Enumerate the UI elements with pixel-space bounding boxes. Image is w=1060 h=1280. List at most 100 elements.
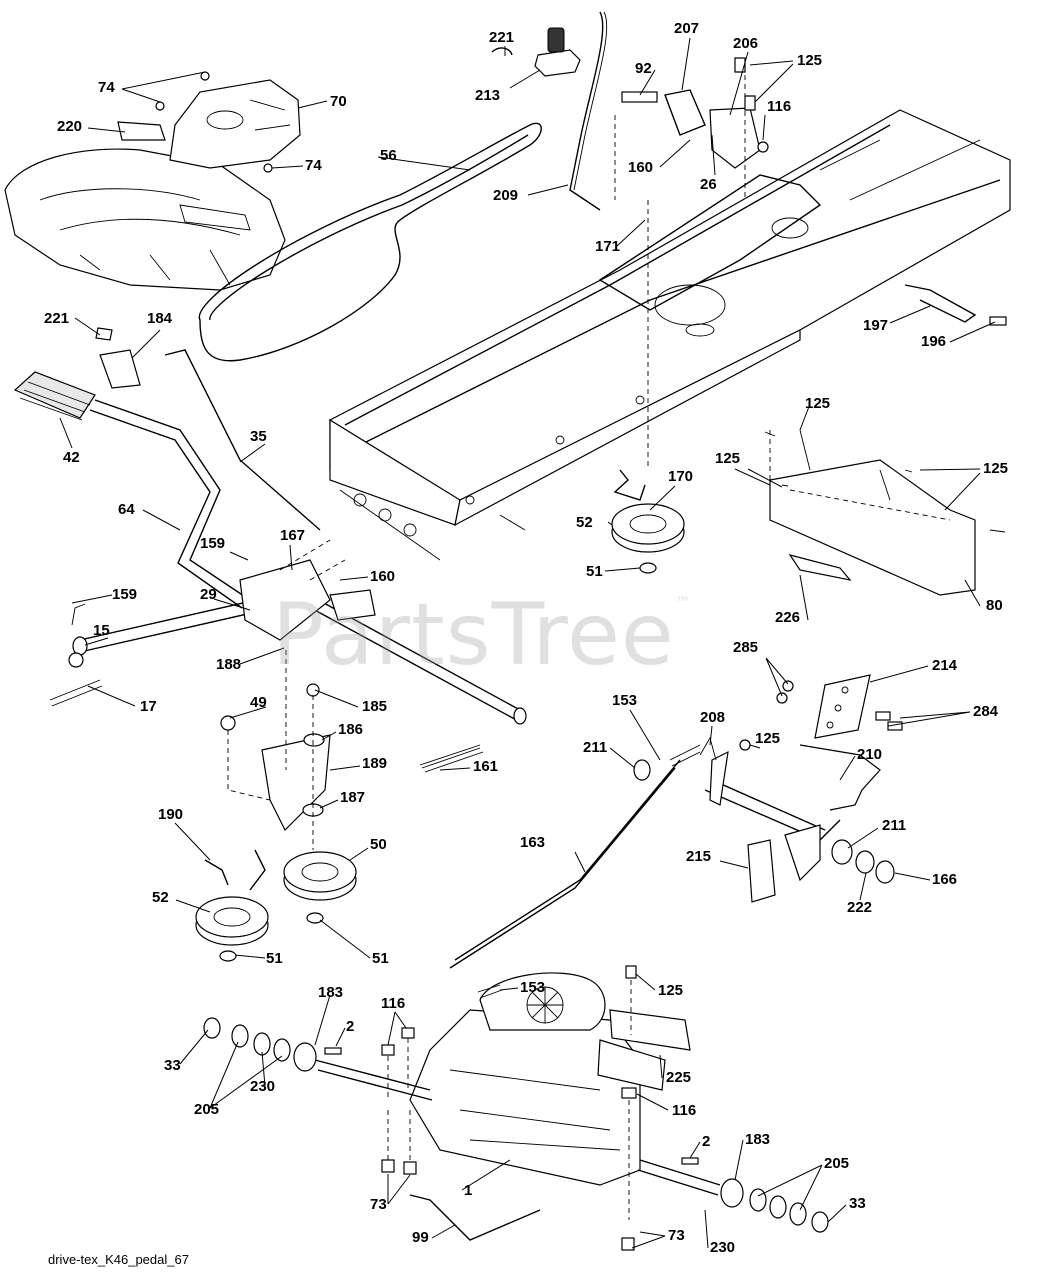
callout-label: 183 bbox=[745, 1131, 770, 1148]
nut-51-c bbox=[639, 562, 657, 574]
callout-label: 214 bbox=[932, 657, 958, 674]
callout-label: 189 bbox=[362, 755, 387, 772]
nut-51-b bbox=[306, 912, 324, 924]
washer-166 bbox=[875, 860, 895, 884]
callout-label: 183 bbox=[318, 984, 343, 1001]
washer-230-right bbox=[769, 1195, 787, 1219]
callout-label: 92 bbox=[635, 60, 652, 77]
bolt-116-left-b bbox=[381, 1044, 395, 1056]
clip bbox=[491, 47, 513, 56]
callout-label: 26 bbox=[700, 176, 717, 193]
callout-label: 197 bbox=[863, 317, 888, 334]
callout-label: 64 bbox=[118, 501, 135, 518]
callout-label: 215 bbox=[686, 848, 711, 865]
screw-74-c bbox=[263, 163, 273, 173]
leader-lines bbox=[59, 37, 996, 1249]
callout-label: 153 bbox=[520, 979, 545, 996]
callout-label: 74 bbox=[98, 79, 115, 96]
callout-label: 116 bbox=[381, 995, 405, 1012]
callout-label: 73 bbox=[668, 1227, 685, 1244]
callout-label: 2 bbox=[702, 1133, 710, 1150]
callout-label: 213 bbox=[475, 87, 500, 104]
callout-label: 29 bbox=[200, 586, 217, 603]
callout-label: 52 bbox=[152, 889, 169, 906]
pedal-lever-167 bbox=[239, 559, 331, 641]
callout-label: 125 bbox=[983, 460, 1008, 477]
bracket-208 bbox=[699, 736, 717, 761]
brake-pedal bbox=[704, 739, 881, 882]
key-2-right bbox=[681, 1157, 699, 1165]
spring-153-a bbox=[669, 744, 701, 767]
spacer-183-right bbox=[720, 1178, 744, 1208]
callout-label: 33 bbox=[164, 1057, 181, 1074]
callout-label: 116 bbox=[672, 1102, 696, 1119]
callout-label: 211 bbox=[882, 817, 906, 834]
bolt-116-right bbox=[621, 1087, 637, 1099]
bracket-215 bbox=[747, 839, 776, 903]
clip-284-a bbox=[875, 711, 891, 721]
key-2-left bbox=[324, 1047, 342, 1055]
washer-222 bbox=[855, 850, 875, 874]
callout-label: 125 bbox=[797, 52, 822, 69]
clip-285-b bbox=[776, 692, 788, 704]
callout-label: 159 bbox=[200, 535, 225, 552]
callout-label: 221 bbox=[44, 310, 69, 327]
callout-label: 51 bbox=[586, 563, 603, 580]
callout-label: 80 bbox=[986, 597, 1003, 614]
bolt-125-bottom bbox=[625, 965, 637, 979]
callout-label: 171 bbox=[595, 238, 620, 255]
callout-label: 284 bbox=[973, 703, 999, 720]
bolt-116-left-a bbox=[401, 1027, 415, 1039]
hood-assembly bbox=[4, 148, 286, 291]
washer-205-right-a bbox=[749, 1188, 767, 1212]
control-tube-64 bbox=[94, 399, 251, 601]
washer-211-b bbox=[831, 839, 853, 865]
washer-33-right bbox=[811, 1211, 829, 1233]
callout-label: 185 bbox=[362, 698, 387, 715]
rod-163 bbox=[454, 759, 681, 961]
callout-label: 15 bbox=[93, 622, 110, 639]
callout-label: 153 bbox=[612, 692, 637, 709]
washer-211-a bbox=[633, 759, 651, 781]
callout-label: 208 bbox=[700, 709, 725, 726]
callout-label: 184 bbox=[147, 310, 173, 327]
callout-label: 50 bbox=[370, 836, 387, 853]
pulley-50 bbox=[283, 851, 357, 901]
bolt-196 bbox=[989, 316, 1007, 326]
callout-label: 205 bbox=[824, 1155, 849, 1172]
callout-label: 1 bbox=[464, 1182, 472, 1199]
spring-161 bbox=[419, 744, 484, 773]
callout-label: 161 bbox=[473, 758, 498, 775]
screw-74-b bbox=[200, 71, 210, 81]
dash-panel bbox=[169, 79, 301, 169]
clip-285-a bbox=[782, 680, 794, 692]
callout-label: 73 bbox=[370, 1196, 387, 1213]
transaxle bbox=[409, 972, 691, 1186]
pulley-52-upper bbox=[611, 503, 685, 553]
callout-label: 2 bbox=[346, 1018, 354, 1035]
pedal-pad bbox=[814, 674, 871, 739]
lever-bracket bbox=[614, 57, 769, 310]
callout-label: 49 bbox=[250, 694, 267, 711]
callout-label: 167 bbox=[280, 527, 305, 544]
callout-label: 160 bbox=[370, 568, 395, 585]
callout-label: 285 bbox=[733, 639, 758, 656]
bracket-80 bbox=[769, 429, 976, 596]
callout-label: 74 bbox=[305, 157, 322, 174]
callout-label: 51 bbox=[266, 950, 283, 967]
callout-label: 225 bbox=[666, 1069, 691, 1086]
callout-label: 170 bbox=[668, 468, 693, 485]
axle-left bbox=[314, 1059, 431, 1091]
callout-label: 206 bbox=[733, 35, 758, 52]
bolt-73-right bbox=[621, 1237, 635, 1251]
nut-51-a bbox=[219, 950, 237, 962]
idler-bracket bbox=[220, 650, 331, 850]
spring-17 bbox=[49, 679, 103, 707]
callout-label: 230 bbox=[250, 1078, 275, 1095]
callout-label: 56 bbox=[380, 147, 397, 164]
spring-153-b bbox=[477, 984, 503, 999]
frame-bracket-197 bbox=[904, 284, 977, 323]
callout-label: 186 bbox=[338, 721, 363, 738]
bolt-73-left-b bbox=[403, 1161, 417, 1175]
